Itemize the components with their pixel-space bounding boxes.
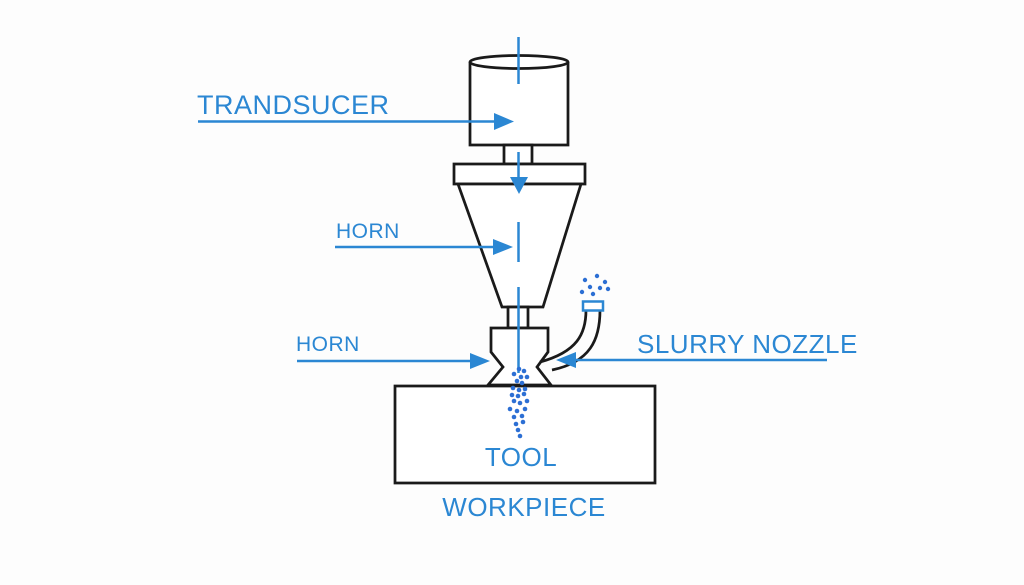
- horn-lower-label: HORN: [296, 333, 360, 356]
- horn-lower-arrowhead-icon: [470, 353, 490, 369]
- slurry-nozzle-arrowhead-icon: [556, 352, 576, 368]
- machine-outline: [393, 54, 657, 485]
- slurry-particles: [507, 366, 530, 439]
- nozzle-spray-dots: [579, 273, 611, 297]
- horn-upper-arrowhead-icon: [493, 239, 513, 255]
- nozzle-tip: [581, 300, 605, 312]
- leader-arrows: [198, 113, 827, 369]
- horn-upper-label: HORN: [336, 220, 400, 243]
- transducer-label: TRANDSUCER: [197, 90, 390, 120]
- workpiece-label: WORKPIECE: [442, 492, 606, 522]
- nozzle-tube-outer: [539, 309, 588, 364]
- centerline: [510, 37, 528, 373]
- transducer-arrowhead-icon: [494, 113, 514, 130]
- vibration-down-arrowhead: [510, 177, 528, 194]
- slurry-nozzle-label: SLURRY NOZZLE: [637, 329, 858, 359]
- workpiece-block: [393, 384, 657, 485]
- tool-label: TOOL: [484, 442, 558, 472]
- nozzle-tube-inner: [551, 309, 602, 372]
